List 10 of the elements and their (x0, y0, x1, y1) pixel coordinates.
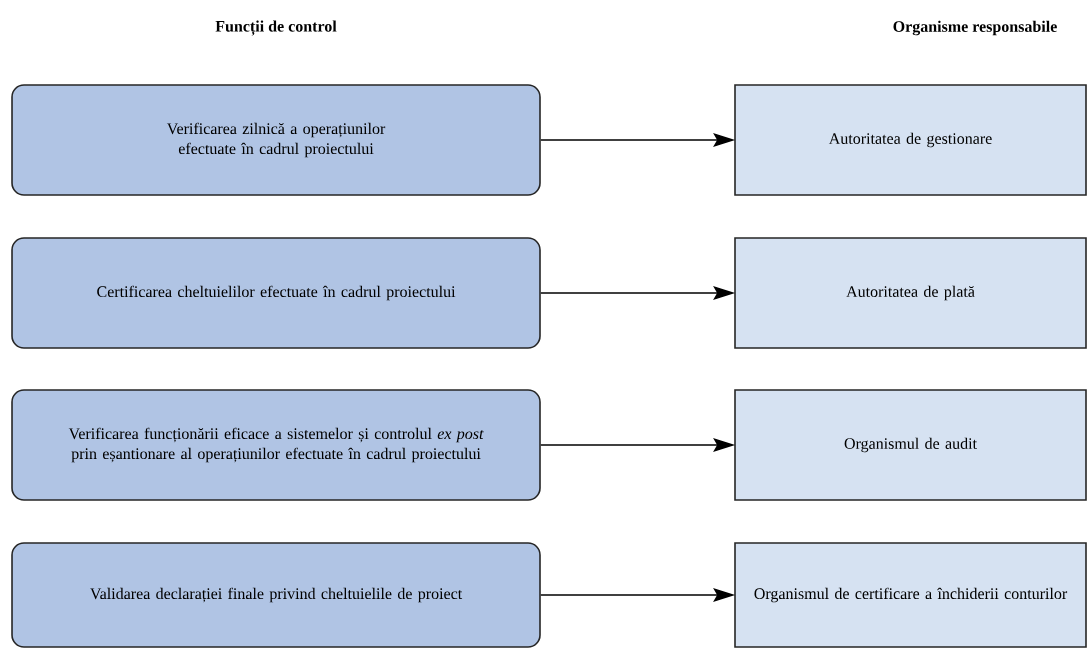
control-function-box: Verificarea zilnică a operațiunilor efectuate în cadrul proiectului (11, 84, 541, 196)
responsible-body-box: Organismul de audit (734, 389, 1087, 501)
responsible-body-box: Organismul de certificare a închiderii conturilor (734, 542, 1087, 648)
column-heading: Organisme responsabile (893, 20, 1057, 36)
responsible-body-box: Autoritatea de gestionare (734, 84, 1087, 196)
control-function-box: Validarea declarației finale privind cheltuielile de proiect (11, 542, 541, 648)
responsible-body-box: Autoritatea de plată (734, 237, 1087, 349)
column-heading: Funcții de control (215, 20, 337, 36)
control-function-box: Verificarea funcționării eficace a sistemelor și controlul ex post prin eșantionare al operațiunilor efectuate în cadrul proiectului (11, 389, 541, 501)
control-function-box: Certificarea cheltuielilor efectuate în cadrul proiectului (11, 237, 541, 349)
